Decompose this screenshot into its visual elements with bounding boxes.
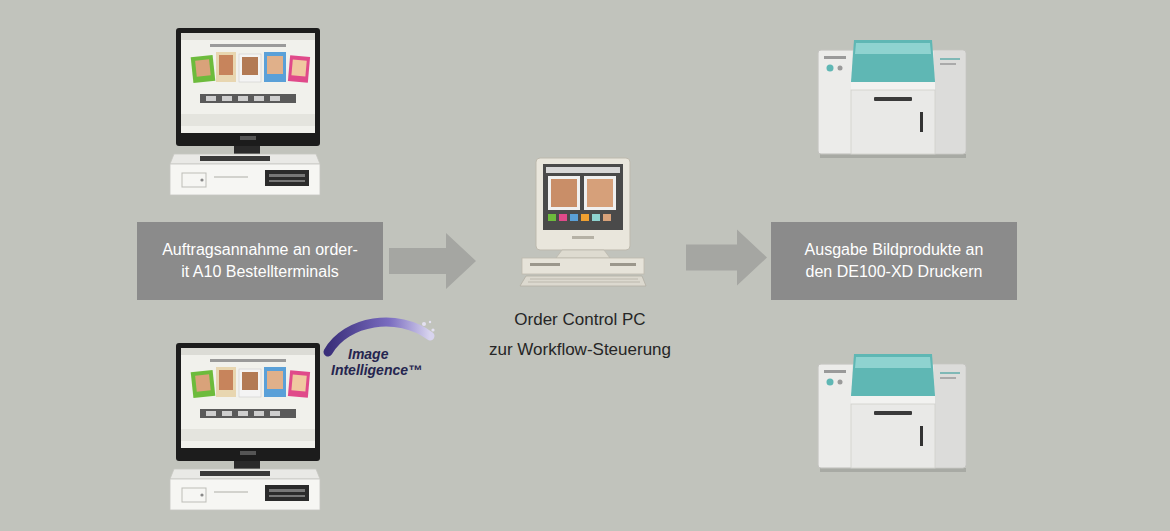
order-control-pc-part (546, 167, 620, 173)
printer (818, 40, 966, 158)
order-control-pc-part (603, 214, 611, 221)
order-control-pc-part (556, 250, 610, 258)
flow-arrow (389, 233, 476, 289)
order-control-pc-part (548, 214, 556, 221)
image-intelligence-logo-part (431, 328, 434, 331)
printer (818, 354, 966, 472)
node-label: zur Workflow-Steuerung (489, 335, 671, 365)
order-control-pc-part (551, 179, 577, 207)
logo-text: Image (348, 346, 388, 362)
order-control-pc-part (581, 214, 589, 221)
order-terminal (170, 28, 320, 195)
order-control-pc-part (587, 179, 613, 207)
order-control-pc-part (592, 214, 600, 221)
order-control-pc-part (543, 164, 623, 230)
box-label: Ausgabe Bildprodukte an den DE100-XD Dru… (781, 239, 1007, 282)
order-control-pc-part (548, 176, 580, 210)
order-control-pc-part (528, 279, 640, 282)
order-control-pc (520, 158, 646, 286)
process-box: Auftragsannahme an order-it A10 Bestellt… (137, 222, 383, 300)
box-label: Auftragsannahme an order-it A10 Bestellt… (147, 239, 373, 282)
order-terminal (170, 343, 320, 510)
order-control-pc-part (610, 263, 636, 266)
order-control-pc-part (530, 263, 560, 266)
pc-node: Order Control PCzur Workflow-Steuerung (480, 150, 680, 365)
image-intelligence-logo-part (429, 321, 431, 323)
image-intelligence-logo-part (422, 322, 426, 326)
order-control-pc-part (572, 236, 594, 239)
order-control-pc-part (559, 214, 567, 221)
logo-text: Intelligence™ (331, 362, 422, 378)
process-box: Ausgabe Bildprodukte an den DE100-XD Dru… (771, 222, 1017, 300)
order-control-pc-part (522, 258, 644, 274)
order-control-pc-part (570, 214, 578, 221)
flow-arrow (686, 230, 767, 286)
order-control-pc-part (536, 158, 630, 250)
node-label: Order Control PC (514, 305, 645, 335)
order-control-pc-part (584, 176, 616, 210)
order-control-pc-part (520, 276, 646, 286)
